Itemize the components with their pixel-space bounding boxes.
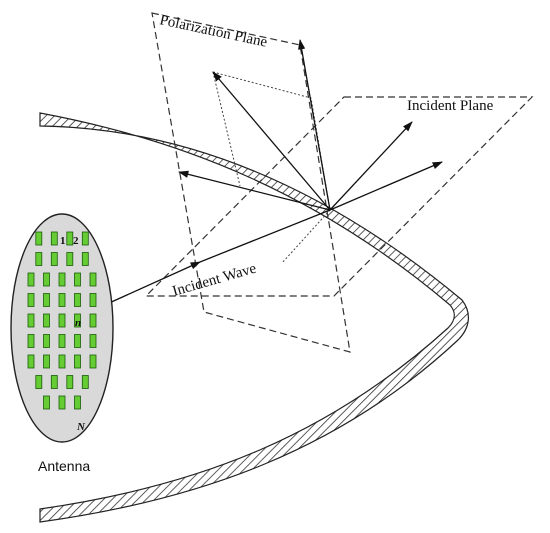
antenna-element bbox=[66, 252, 74, 266]
antenna-element bbox=[74, 313, 81, 328]
antenna-element bbox=[58, 395, 66, 410]
antenna-element bbox=[74, 272, 81, 287]
antenna-element bbox=[50, 375, 58, 389]
antenna-element bbox=[27, 354, 35, 369]
antenna-element bbox=[81, 375, 89, 389]
incident-plane-label: Incident Plane bbox=[407, 98, 494, 114]
antenna-element bbox=[27, 334, 35, 348]
antenna-element-array bbox=[27, 231, 97, 410]
antenna-element bbox=[89, 293, 97, 307]
antenna-element bbox=[58, 272, 66, 287]
element-n-label: n bbox=[75, 317, 81, 329]
antenna-element bbox=[35, 252, 43, 266]
antenna-element bbox=[35, 375, 43, 389]
antenna-element bbox=[43, 334, 50, 348]
antenna-element bbox=[27, 293, 35, 307]
antenna-element bbox=[43, 313, 50, 328]
polarization-plane-label: Polarization Plane bbox=[158, 12, 269, 50]
antenna-element bbox=[66, 231, 74, 246]
radome-wall bbox=[39, 112, 469, 523]
antenna-element bbox=[89, 313, 97, 328]
antenna-element bbox=[43, 272, 50, 287]
antenna-element bbox=[81, 231, 89, 246]
antenna-element bbox=[58, 334, 66, 348]
antenna-element bbox=[89, 272, 97, 287]
element-N-label: N bbox=[76, 421, 86, 433]
antenna-element bbox=[27, 272, 35, 287]
element-1-label: 1 bbox=[60, 235, 66, 247]
antenna-element bbox=[35, 231, 43, 246]
incident-plane bbox=[144, 96, 534, 297]
element-2-label: 2 bbox=[73, 235, 79, 247]
antenna-element bbox=[58, 313, 66, 328]
incident-wave-label: Incident Wave bbox=[171, 261, 259, 300]
antenna-element bbox=[89, 354, 97, 369]
antenna-element bbox=[66, 375, 74, 389]
antenna-element bbox=[50, 231, 58, 246]
antenna-element bbox=[43, 395, 50, 410]
antenna-element bbox=[43, 293, 50, 307]
antenna-element bbox=[74, 334, 81, 348]
incident-ray-outer bbox=[199, 209, 331, 263]
antenna-element bbox=[89, 334, 97, 348]
antenna-element bbox=[74, 395, 81, 410]
field-vectors bbox=[177, 38, 443, 211]
antenna-element bbox=[43, 354, 50, 369]
antenna-element bbox=[74, 354, 81, 369]
antenna-element bbox=[50, 252, 58, 266]
antenna-element bbox=[58, 293, 66, 307]
antenna-element bbox=[74, 293, 81, 307]
antenna-label: Antenna bbox=[38, 458, 90, 474]
antenna-element bbox=[81, 252, 89, 266]
polarization-plane bbox=[151, 12, 351, 353]
antenna-element bbox=[58, 354, 66, 369]
antenna-element bbox=[27, 313, 35, 328]
